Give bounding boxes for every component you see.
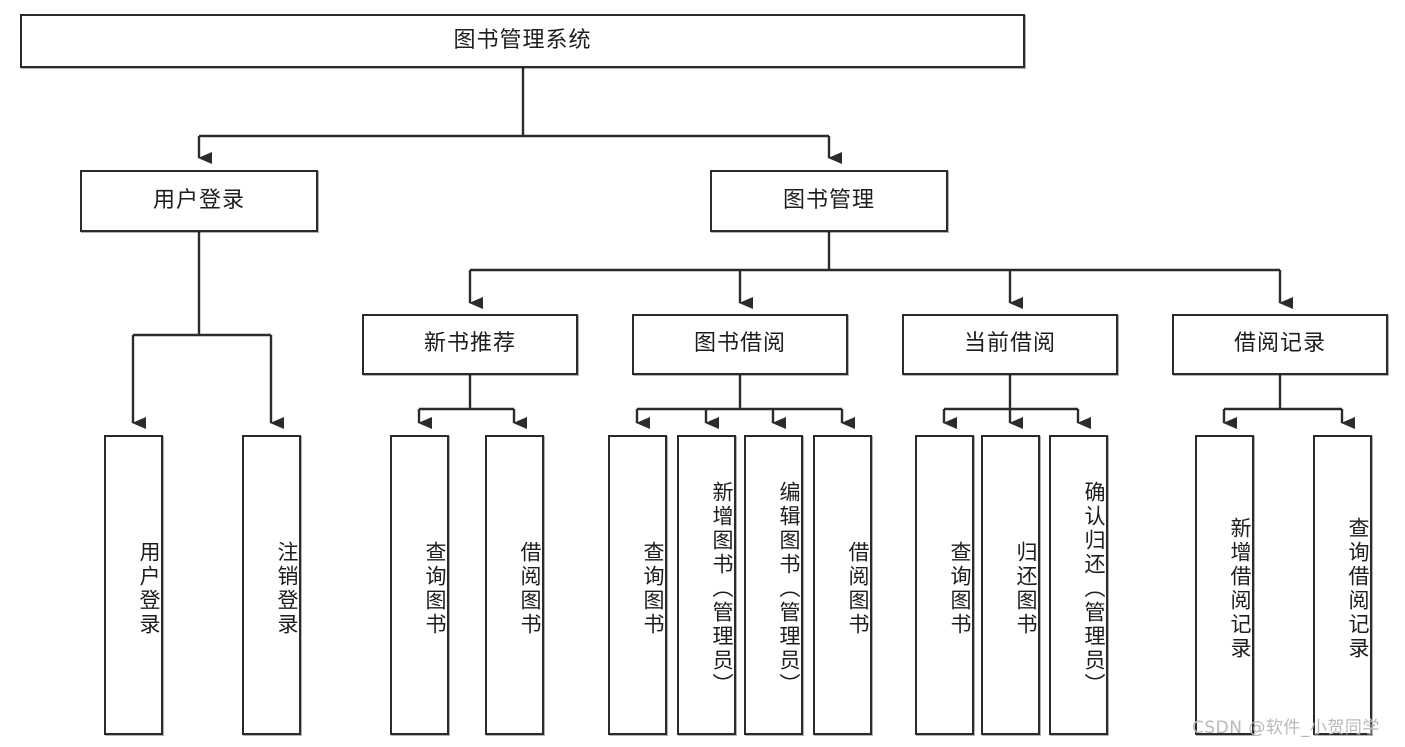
node-label: 新增借阅记录 <box>1228 517 1252 661</box>
node-label: 查询图书 <box>423 541 447 637</box>
leaf-user-login-login[interactable]: 用户登录 <box>104 435 163 735</box>
leaf-current-borrow-confirm-return-admin[interactable]: 确认归还（管理员） <box>1049 435 1108 735</box>
node-label: 查询借阅记录 <box>1346 517 1370 661</box>
node-label: 新书推荐 <box>423 331 516 357</box>
leaf-user-login-logout[interactable]: 注销登录 <box>242 435 301 735</box>
node-label: 图书借阅 <box>693 331 786 357</box>
node-label: 注销登录 <box>275 541 299 637</box>
node-new-book-recommend[interactable]: 新书推荐 <box>362 314 578 375</box>
node-label: 图书管理 <box>782 187 875 213</box>
leaf-current-borrow-return-book[interactable]: 归还图书 <box>981 435 1040 735</box>
node-label: 归还图书 <box>1014 541 1038 637</box>
node-label: 查询图书 <box>948 541 972 637</box>
node-label: 借阅图书 <box>518 541 542 637</box>
node-label: 图书管理系统 <box>453 27 592 53</box>
node-book-borrow[interactable]: 图书借阅 <box>632 314 848 375</box>
node-label: 确认归还（管理员） <box>1082 481 1106 697</box>
leaf-new-book-query-book[interactable]: 查询图书 <box>390 435 449 735</box>
leaf-book-borrow-query-book[interactable]: 查询图书 <box>608 435 667 735</box>
node-label: 编辑图书（管理员） <box>777 481 801 697</box>
leaf-new-book-borrow-book[interactable]: 借阅图书 <box>485 435 544 735</box>
leaf-book-borrow-edit-book-admin[interactable]: 编辑图书（管理员） <box>744 435 803 735</box>
node-label: 查询图书 <box>641 541 665 637</box>
node-label: 用户登录 <box>152 187 245 213</box>
node-user-login[interactable]: 用户登录 <box>80 170 318 232</box>
node-label: 借阅记录 <box>1233 331 1326 357</box>
node-label: 当前借阅 <box>963 331 1056 357</box>
node-borrow-record[interactable]: 借阅记录 <box>1172 314 1388 375</box>
node-label: 用户登录 <box>137 541 161 637</box>
leaf-borrow-record-query-record[interactable]: 查询借阅记录 <box>1313 435 1372 735</box>
node-current-borrow[interactable]: 当前借阅 <box>902 314 1118 375</box>
leaf-book-borrow-add-book-admin[interactable]: 新增图书（管理员） <box>677 435 736 735</box>
node-book-management[interactable]: 图书管理 <box>710 170 948 232</box>
leaf-book-borrow-borrow-book[interactable]: 借阅图书 <box>813 435 872 735</box>
node-root-book-management-system[interactable]: 图书管理系统 <box>20 14 1025 68</box>
node-label: 新增图书（管理员） <box>710 481 734 697</box>
node-label: 借阅图书 <box>846 541 870 637</box>
leaf-current-borrow-query-book[interactable]: 查询图书 <box>915 435 974 735</box>
leaf-borrow-record-add-record[interactable]: 新增借阅记录 <box>1195 435 1254 735</box>
